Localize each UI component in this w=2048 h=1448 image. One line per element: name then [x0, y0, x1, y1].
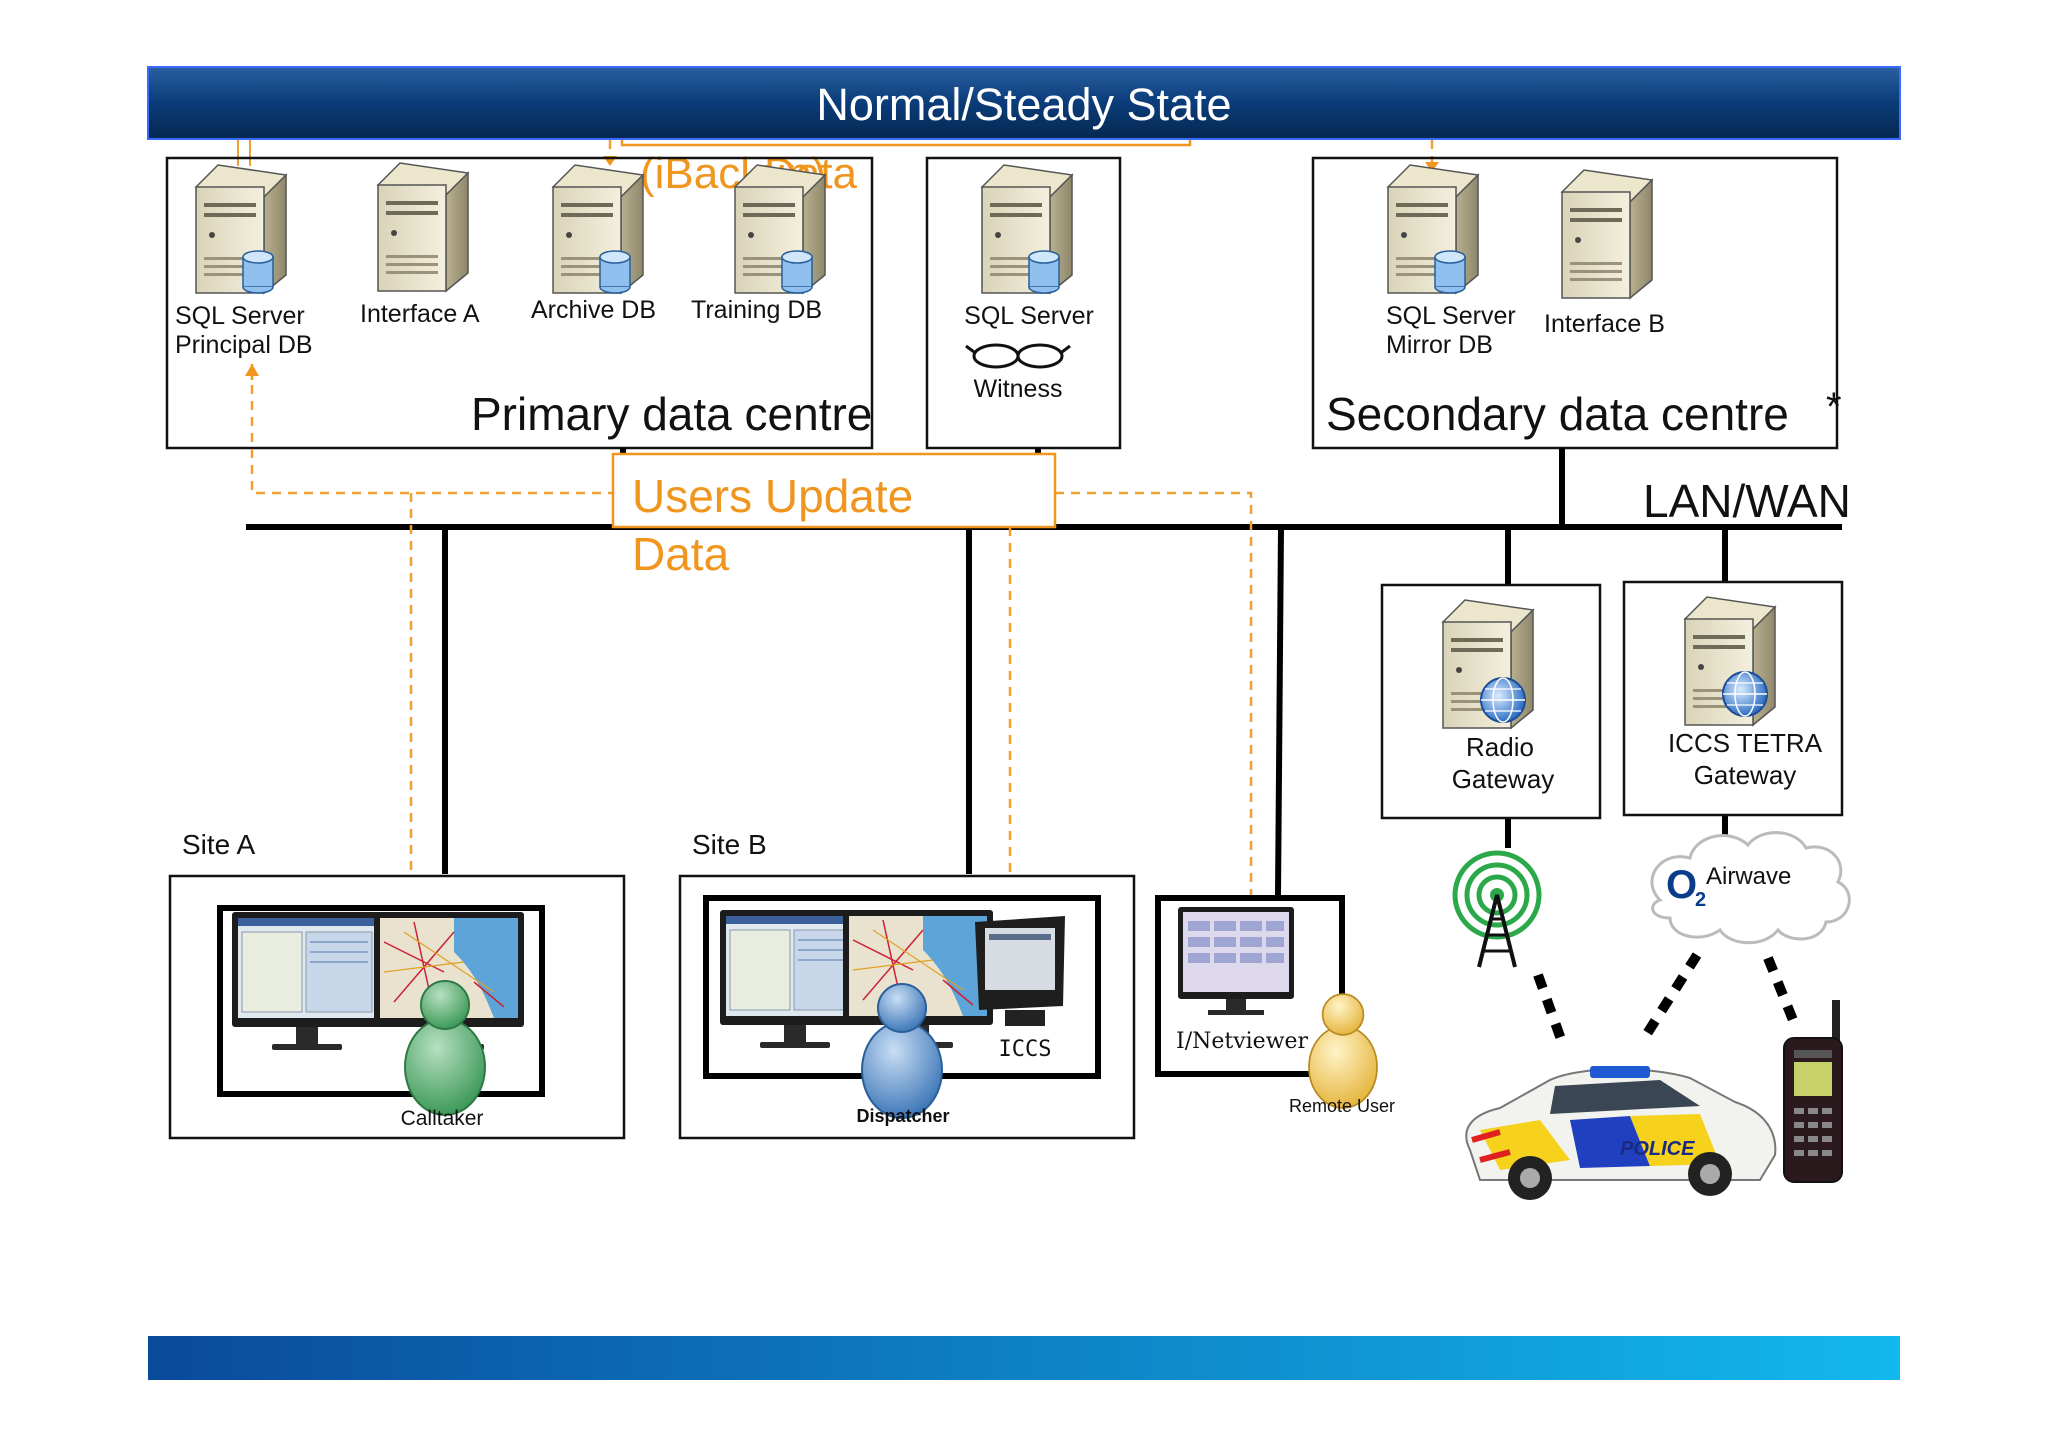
airwave-cloud: O 2 Airwave — [1650, 831, 1851, 945]
primary-data-centre: SQL Server Principal DB Interface A Arch… — [165, 156, 874, 450]
server-db-icon — [552, 164, 644, 294]
wireless-links — [1533, 952, 1802, 1044]
server-db-icon — [981, 164, 1073, 294]
globe-icon — [1722, 671, 1768, 717]
asterisk: * — [1826, 385, 1842, 429]
remote-user-label: Remote User — [1289, 1096, 1395, 1116]
server-label: Interface A — [360, 300, 480, 328]
site-a: Site A Calltaker — [168, 829, 626, 1140]
primary-dc-label: Primary data centre — [471, 388, 872, 440]
globe-icon — [1480, 677, 1526, 723]
airwave-label: Airwave — [1706, 863, 1791, 890]
server-label: SQL Server — [175, 302, 305, 330]
site-a-label: Site A — [182, 829, 255, 860]
server-label: SQL Server — [1386, 302, 1516, 330]
replication-links — [237, 140, 1439, 172]
title-banner: Normal/Steady State — [147, 66, 1901, 140]
police-car-image: POLICE — [1465, 1066, 1777, 1200]
server-db-icon — [734, 164, 826, 294]
police-text: POLICE — [1620, 1138, 1695, 1160]
gateway-label: ICCS TETRA — [1668, 728, 1823, 758]
server-icon — [1561, 169, 1653, 299]
users-update-label-2: Data — [632, 528, 730, 580]
server-label: Principal DB — [175, 331, 313, 359]
witness-box: SQL Server Witness — [925, 156, 1122, 450]
server-label: Mirror DB — [1386, 331, 1493, 359]
monitor-icon — [1178, 907, 1294, 1015]
server-label: Training DB — [691, 296, 822, 324]
secondary-dc-label: Secondary data centre — [1326, 388, 1789, 440]
handset-image — [1783, 1000, 1843, 1183]
footer-bar — [148, 1336, 1900, 1380]
radio-gateway: Radio Gateway — [1380, 583, 1602, 820]
server-label: Archive DB — [531, 296, 656, 324]
secondary-data-centre: SQL Server Mirror DB Interface B Seconda… — [1311, 156, 1842, 450]
dispatcher-label: Dispatcher — [856, 1106, 949, 1126]
witness-sub-label: Witness — [974, 375, 1063, 403]
netviewer: I/Netviewer Remote User — [1155, 895, 1395, 1116]
gateway-label: Radio — [1466, 732, 1534, 762]
iccs-console-icon — [975, 916, 1065, 1026]
page-title: Normal/Steady State — [816, 79, 1231, 130]
users-update-label: Users Update — [632, 470, 913, 522]
site-b-label: Site B — [692, 829, 767, 860]
o2-logo: O — [1666, 863, 1697, 907]
users-update-links — [250, 385, 1253, 902]
iccs-label: ICCS — [999, 1037, 1052, 1062]
network-label: LAN/WAN — [1643, 475, 1851, 527]
server-icon — [377, 162, 469, 292]
gateway-label: Gateway — [1452, 764, 1555, 794]
server-label: Interface B — [1544, 310, 1665, 338]
netviewer-label: I/Netviewer — [1176, 1029, 1309, 1054]
server-db-icon — [195, 164, 287, 294]
site-b: Site B ICCS Dispatcher — [678, 829, 1136, 1140]
gateway-label: Gateway — [1694, 760, 1797, 790]
radio-mast-icon — [1452, 850, 1542, 968]
tetra-gateway: ICCS TETRA Gateway — [1622, 580, 1844, 817]
o2-logo-sub: 2 — [1695, 889, 1706, 911]
witness-label: SQL Server — [964, 302, 1094, 330]
glasses-icon — [965, 343, 1071, 369]
server-db-icon — [1387, 164, 1479, 294]
calltaker-label: Calltaker — [401, 1107, 484, 1130]
